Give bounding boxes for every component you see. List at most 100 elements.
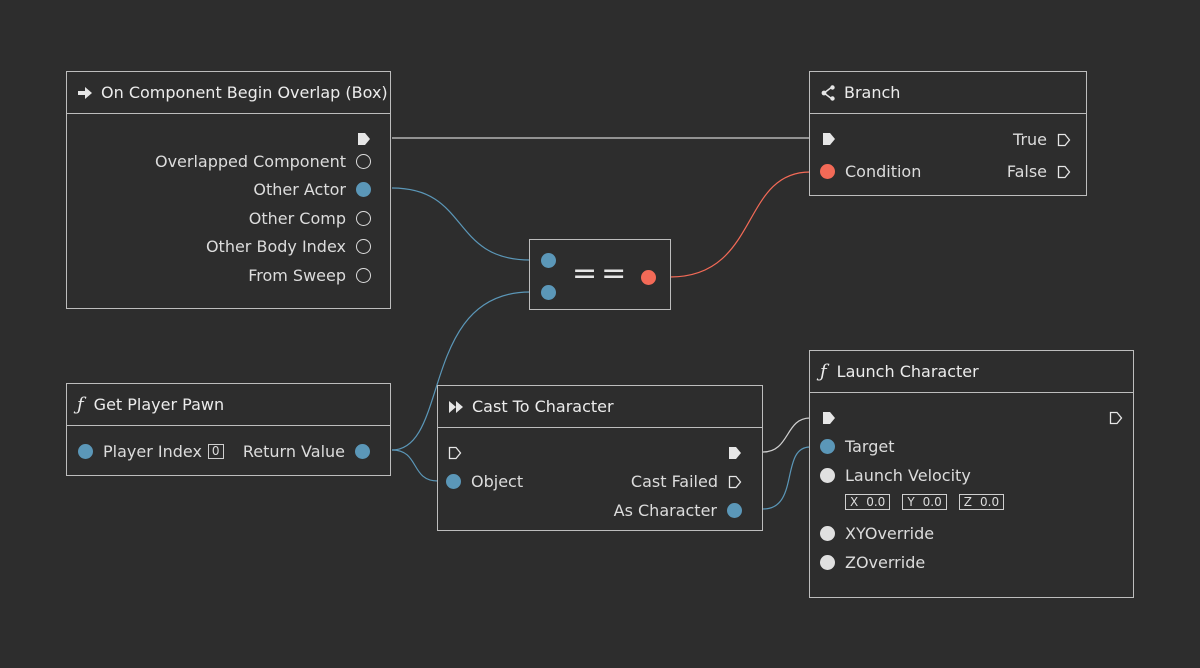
pin-row-other-actor: Other Actor <box>253 180 371 199</box>
node-header: On Component Begin Overlap (Box) <box>67 72 390 114</box>
from-sweep-pin[interactable] <box>356 268 371 283</box>
pin-row-as-character: As Character <box>614 501 742 520</box>
pin-row-target: Target <box>820 437 895 456</box>
false-exec-pin[interactable] <box>1057 165 1071 179</box>
pin-row-other-body-index: Other Body Index <box>206 237 371 256</box>
true-exec-pin[interactable] <box>1057 133 1071 147</box>
wire-return-cast <box>391 449 439 482</box>
node-title: Launch Character <box>836 362 979 381</box>
node-title: Cast To Character <box>472 397 614 416</box>
pin-row-return-value: Return Value <box>243 442 370 461</box>
other-comp-pin[interactable] <box>356 211 371 226</box>
pin-label: Other Comp <box>248 209 346 228</box>
node-title: Branch <box>844 83 901 102</box>
launch-velocity-pin[interactable] <box>820 468 835 483</box>
pin-row-launch-velocity: Launch Velocity <box>820 466 971 485</box>
equals-operator: == <box>572 256 631 291</box>
axis-value: 0.0 <box>922 495 942 509</box>
pin-label: Other Actor <box>253 180 346 199</box>
node-on-component-begin-overlap[interactable]: On Component Begin Overlap (Box) Overlap… <box>66 71 391 309</box>
exec-out-pin[interactable] <box>728 446 742 460</box>
velocity-z-field[interactable]: Z 0.0 <box>958 494 1005 510</box>
other-actor-pin[interactable] <box>356 182 371 197</box>
other-body-index-pin[interactable] <box>356 239 371 254</box>
pin-row-overlapped-component: Overlapped Component <box>155 152 371 171</box>
exec-in-pin[interactable] <box>822 411 836 425</box>
pin-row-xy-override: XYOverride <box>820 524 934 543</box>
pin-row-object: Object <box>446 472 523 491</box>
pin-label: Object <box>471 472 524 491</box>
node-header: Branch <box>810 72 1086 114</box>
player-index-pin[interactable] <box>78 444 93 459</box>
node-launch-character[interactable]: ƒ Launch Character Target Launch Velocit… <box>809 350 1134 598</box>
node-header: ƒ Get Player Pawn <box>67 384 390 426</box>
pin-row-z-override: ZOverride <box>820 553 925 572</box>
target-pin[interactable] <box>820 439 835 454</box>
velocity-x-field[interactable]: X 0.0 <box>845 494 891 510</box>
function-icon: ƒ <box>77 393 84 415</box>
return-value-pin[interactable] <box>355 444 370 459</box>
node-title: Get Player Pawn <box>93 395 225 414</box>
exec-in-row <box>448 446 462 460</box>
equals-output-pin[interactable] <box>641 270 656 285</box>
player-index-input[interactable]: 0 <box>207 444 224 459</box>
z-override-pin[interactable] <box>820 555 835 570</box>
wire-other-actor-equals <box>391 187 531 261</box>
node-cast-to-character[interactable]: Cast To Character Object Cast Failed As … <box>437 385 763 531</box>
pin-label: False <box>1006 162 1047 181</box>
pin-label: XYOverride <box>845 524 935 543</box>
xy-override-pin[interactable] <box>820 526 835 541</box>
axis-value: 0.0 <box>866 495 886 509</box>
exec-out-row <box>728 446 742 460</box>
exec-out-row <box>1109 411 1123 425</box>
pin-row-from-sweep: From Sweep <box>248 266 371 285</box>
axis-label: Z <box>963 495 972 509</box>
event-arrow-icon <box>78 86 92 99</box>
pin-row-condition: Condition <box>820 162 921 181</box>
node-header: ƒ Launch Character <box>810 351 1133 393</box>
axis-label: Y <box>907 495 915 509</box>
branch-icon <box>821 84 835 101</box>
exec-out-pin[interactable] <box>357 132 371 146</box>
node-header: Cast To Character <box>438 386 762 428</box>
overlapped-component-pin[interactable] <box>356 154 371 169</box>
wire-exec-cast-launch <box>762 417 811 453</box>
pin-label: Launch Velocity <box>845 466 971 485</box>
axis-value: 0.0 <box>980 495 1000 509</box>
equals-input-b-pin[interactable] <box>541 285 556 300</box>
object-pin[interactable] <box>446 474 461 489</box>
pin-label: Return Value <box>242 442 345 461</box>
equals-input-a-pin[interactable] <box>541 253 556 268</box>
fast-forward-icon <box>449 400 463 413</box>
pin-row-false: False <box>1007 162 1071 181</box>
velocity-y-field[interactable]: Y 0.0 <box>902 494 947 510</box>
pin-label: Target <box>845 437 895 456</box>
cast-failed-exec-pin[interactable] <box>728 475 742 489</box>
as-character-pin[interactable] <box>727 503 742 518</box>
wire-return-equals <box>391 291 531 451</box>
pin-label: True <box>1013 130 1047 149</box>
node-title: On Component Begin Overlap (Box) <box>101 83 388 102</box>
wire-as-character-target <box>762 446 811 510</box>
wire-equals-condition <box>669 171 811 278</box>
pin-label: Overlapped Component <box>154 152 346 171</box>
node-branch[interactable]: Branch True Condition False <box>809 71 1087 196</box>
condition-pin[interactable] <box>820 164 835 179</box>
pin-row-cast-failed: Cast Failed <box>631 472 742 491</box>
axis-label: X <box>850 495 859 509</box>
pin-row-player-index: Player Index 0 <box>78 442 224 461</box>
pin-label: Player Index <box>103 442 202 461</box>
exec-out-pin[interactable] <box>1109 411 1123 425</box>
pin-label: ZOverride <box>845 553 926 572</box>
node-get-player-pawn[interactable]: ƒ Get Player Pawn Player Index 0 Return … <box>66 383 391 476</box>
exec-in-row <box>822 411 836 425</box>
pin-label: From Sweep <box>248 266 346 285</box>
function-icon: ƒ <box>820 360 827 382</box>
exec-in-pin[interactable] <box>448 446 462 460</box>
pin-label: Condition <box>845 162 922 181</box>
exec-out-row <box>357 132 371 146</box>
node-equals[interactable]: == <box>529 239 671 310</box>
exec-in-pin[interactable] <box>822 132 836 146</box>
